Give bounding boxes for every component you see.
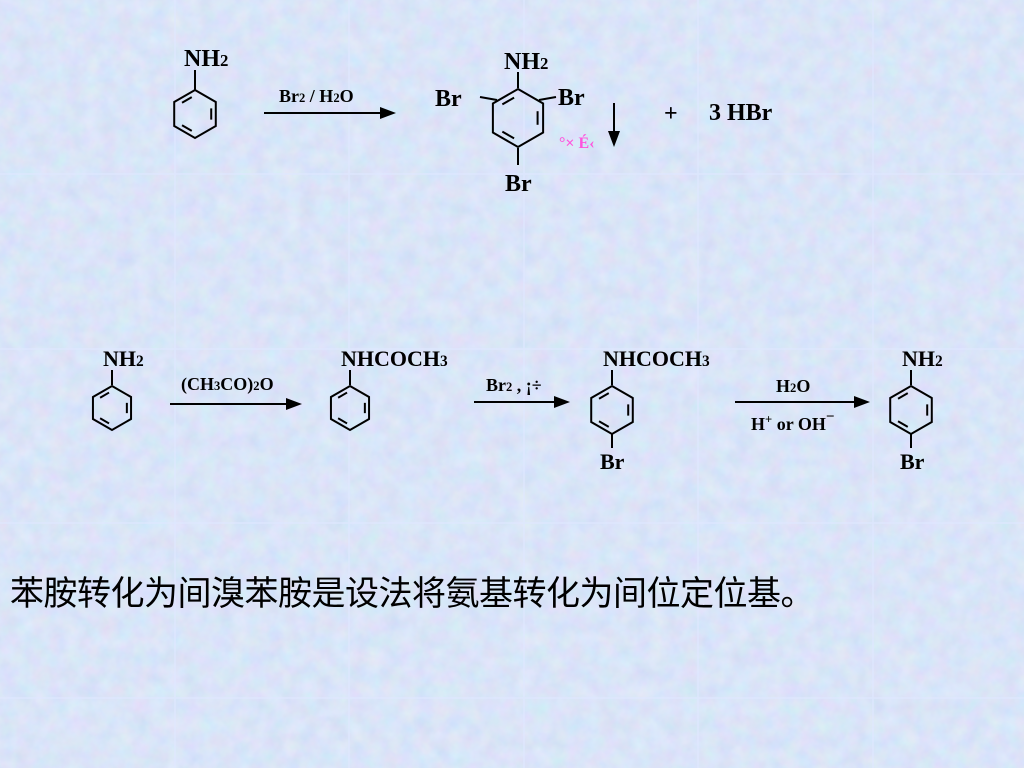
ring-double-bond — [598, 420, 610, 428]
reagent-bromine-water: Br2 / H2O — [279, 86, 354, 106]
br-right-label: Br — [558, 85, 585, 111]
bromoaniline-nh2-label: NH2 — [902, 346, 943, 371]
caption-text: 苯胺转化为间溴苯胺是设法将氨基转化为间位定位基。 — [10, 574, 815, 614]
ring-double-bond — [598, 392, 610, 400]
reagent-acetic-anhydride: (CH3CO)2O — [181, 374, 274, 394]
reagent-bromine-2: Br2 , ¡÷ — [486, 375, 542, 395]
bromoacetanilide-label: NHCOCH3 — [603, 346, 710, 371]
arrows — [170, 103, 870, 410]
ring-outline — [329, 384, 371, 432]
aniline-nh2-label-1: NH2 — [184, 46, 229, 72]
br-bottom-label: Br — [505, 171, 532, 197]
reaction-arrow-4 — [735, 396, 870, 408]
plus-sign: + — [664, 101, 678, 127]
benzene-ring-bromoaniline — [889, 384, 933, 436]
ring-outline — [590, 384, 634, 436]
ring-double-bond — [897, 420, 909, 428]
precipitate-arrow — [608, 103, 620, 147]
bromoacetanilide-br-label: Br — [600, 449, 625, 474]
hbr-byproduct: 3 HBr — [709, 100, 773, 126]
ring-double-bond — [181, 124, 193, 132]
bonds — [111, 70, 912, 448]
reaction-arrow-1 — [264, 107, 396, 119]
reagent-acid-or-base: H+ or OH− — [751, 409, 835, 434]
benzene-ring-acetanilide — [329, 384, 371, 432]
reaction-arrow-2 — [170, 398, 302, 410]
ring-outline — [91, 384, 133, 432]
benzene-ring-bromoacetanilide — [590, 384, 634, 436]
bond-br-right — [538, 96, 557, 101]
ring-double-bond — [337, 391, 348, 399]
bond-br-left — [479, 96, 498, 101]
benzene-ring-aniline-1 — [173, 88, 217, 140]
benzene-ring-aniline-2 — [91, 384, 133, 432]
precipitate-annotation: °× É‹ — [559, 135, 595, 152]
ring-double-bond — [181, 96, 193, 104]
ring-double-bond — [99, 417, 110, 425]
tribromoaniline-nh2-label: NH2 — [504, 49, 549, 75]
ring-outline — [889, 384, 933, 436]
ring-outline — [491, 87, 545, 149]
acetanilide-label: NHCOCH3 — [341, 346, 448, 371]
bromoaniline-br-label: Br — [900, 449, 925, 474]
ring-double-bond — [501, 130, 515, 140]
reaction-arrow-3 — [474, 396, 570, 408]
br-left-label: Br — [435, 86, 462, 112]
ring-double-bond — [337, 417, 348, 425]
ring-double-bond — [99, 391, 110, 399]
ring-double-bond — [501, 96, 515, 106]
aniline-nh2-label-2: NH2 — [103, 346, 144, 371]
reagent-water: H2O — [776, 376, 811, 396]
benzene-ring-tribromoaniline — [491, 87, 545, 149]
ring-double-bond — [897, 392, 909, 400]
ring-outline — [173, 88, 217, 140]
